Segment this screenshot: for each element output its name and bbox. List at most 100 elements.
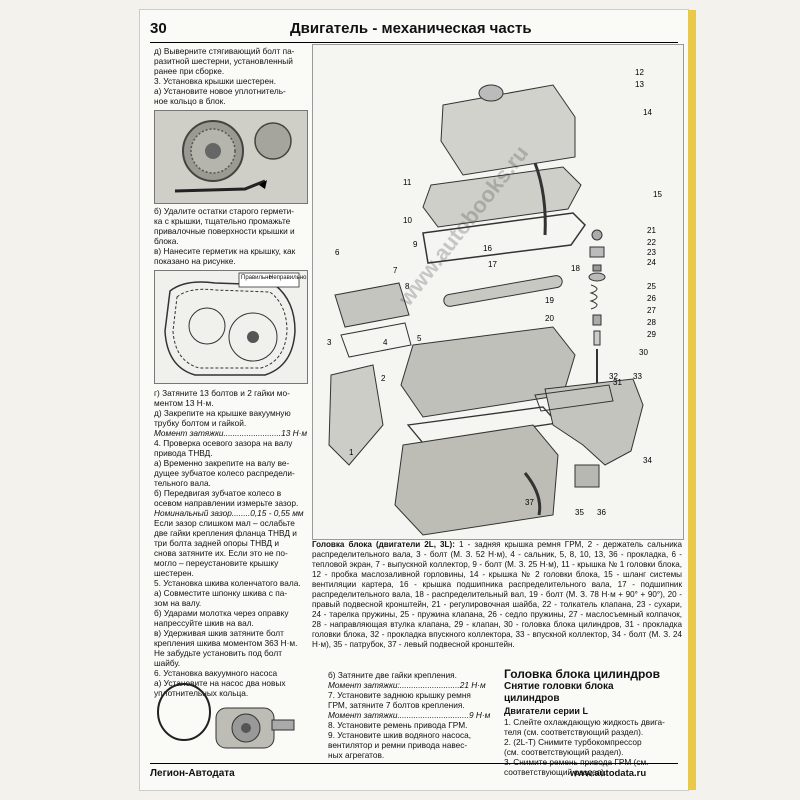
text-line: соответствующий раздел).: [504, 767, 607, 777]
text-line: ментом 13 Н·м.: [154, 398, 214, 408]
text-line: 8. Установите ремень привода ГРМ.: [328, 720, 468, 730]
text-line: трубку болтом и гайкой.: [154, 418, 247, 428]
text-line: осевом направлении измерьте зазор.: [154, 498, 299, 508]
text-line: 1. Слейте охлаждающую жидкость двига-: [504, 717, 665, 727]
gear-cover-photo: [154, 110, 308, 204]
part-callout-37: 37: [525, 498, 534, 507]
part-callout-21: 21: [647, 226, 656, 235]
text-line: снова затяните их. Если это не по-: [154, 548, 288, 558]
book-page: 30 Двигатель - механическая часть д) Выв…: [140, 10, 688, 790]
text-line: а) Установите новое уплотнитель-: [154, 86, 286, 96]
text-line: а) Установите на насос два новых: [154, 678, 286, 688]
text-line: привода ТНВД.: [154, 448, 213, 458]
text-line: тельного вала.: [154, 478, 211, 488]
sealant-diagram: Правильно Неправильно: [154, 270, 308, 384]
part-callout-31: 31: [613, 378, 622, 387]
step-4: 4. Проверка осевого зазора на валу: [154, 438, 293, 448]
part-callout-25: 25: [647, 282, 656, 291]
part-callout-6: 6: [335, 248, 340, 257]
part-callout-35: 35: [575, 508, 584, 517]
page-title: Двигатель - механическая часть: [290, 20, 532, 37]
label-incorrect: Неправильно: [269, 275, 307, 281]
text-line: зом на валу.: [154, 598, 202, 608]
text-line: напрессуйте шкив на вал.: [154, 618, 254, 628]
subsection-title-cont: цилиндров: [504, 693, 560, 704]
part-callout-24: 24: [647, 258, 656, 267]
part-callout-7: 7: [393, 266, 398, 275]
text-line: б) Ударами молотка через оправку: [154, 608, 289, 618]
part-callout-12: 12: [635, 68, 644, 77]
text-line: а) Совместите шпонку шкива с па-: [154, 588, 288, 598]
text-line: могло – переустановите крышку: [154, 558, 279, 568]
text-line: теля (см. соответствующий раздел).: [504, 727, 644, 737]
part-callout-33: 33: [633, 372, 642, 381]
part-callout-30: 30: [639, 348, 648, 357]
part-callout-34: 34: [643, 456, 652, 465]
caption-text: 1 - задняя крышка ремня ГРМ, 2 - держате…: [312, 540, 682, 649]
text-line: 9. Установите шкив водяного насоса,: [328, 730, 472, 740]
footer-url: www.autodata.ru: [570, 768, 647, 779]
part-callout-13: 13: [635, 80, 644, 89]
footer-rule: [150, 763, 678, 764]
torque-spec: Момент затяжки..........................…: [328, 710, 491, 720]
part-callout-23: 23: [647, 248, 656, 257]
part-callout-32: 32: [609, 372, 618, 381]
step-6: 6. Установка вакуумного насоса: [154, 668, 278, 678]
part-callout-36: 36: [597, 508, 606, 517]
text-line: шестерен.: [154, 568, 194, 578]
text-line: в) Удерживая шкив затяните болт: [154, 628, 284, 638]
step-5: 5. Установка шкива коленчатого вала.: [154, 578, 301, 588]
text-line: ных агрегатов.: [328, 750, 385, 760]
text-line: б) Затяните две гайки крепления.: [328, 670, 457, 680]
vacuum-pump-illustration: [154, 682, 309, 760]
text-line: Не забудьте установить под болт: [154, 648, 283, 658]
text-line: д) Закрепите на крышке вакуумную: [154, 408, 291, 418]
part-callout-14: 14: [643, 108, 652, 117]
right-bottom-column: Головка блока цилиндров Снятие головки б…: [504, 667, 679, 777]
text-line: (см. соответствующий раздел).: [504, 747, 624, 757]
part-callout-19: 19: [545, 296, 554, 305]
text-line: шайбу.: [154, 658, 181, 668]
text-line: вентилятор и ремни привода навес-: [328, 740, 468, 750]
text-line: две гайки крепления фланца ТНВД и: [154, 528, 297, 538]
page-header: 30 Двигатель - механическая часть: [150, 18, 678, 43]
text-line: а) Временно закрепите на валу ве-: [154, 458, 290, 468]
step-3: 3. Установка крышки шестерен.: [154, 76, 277, 86]
text-line: ка с крышки, тщательно промажьте: [154, 216, 291, 226]
middle-bottom-column: б) Затяните две гайки крепления. Момент …: [328, 670, 498, 760]
text-line: б) Удалите остатки старого гермети-: [154, 206, 295, 216]
part-callout-3: 3: [327, 338, 332, 347]
part-callout-20: 20: [545, 314, 554, 323]
text-line: привалочные поверхности крышки и: [154, 226, 295, 236]
text-line: три болта задней опоры ТНВД и: [154, 538, 279, 548]
left-column-mid: б) Удалите остатки старого гермети- ка с…: [154, 206, 309, 266]
part-callout-27: 27: [647, 306, 656, 315]
torque-spec: Момент затяжки:.........................…: [328, 680, 486, 690]
text-line: разитной шестерни, установленный: [154, 56, 293, 66]
part-callout-10: 10: [403, 216, 412, 225]
part-callout-9: 9: [413, 240, 418, 249]
text-line: ное кольцо в блок.: [154, 96, 226, 106]
engine-series-title: Двигатели серии L: [504, 706, 588, 716]
text-line: Если зазор слишком мал – ослабьте: [154, 518, 295, 528]
section-title: Головка блока цилиндров: [504, 667, 660, 681]
part-callout-4: 4: [383, 338, 388, 347]
text-line: ГРМ, затяните 7 болтов крепления.: [328, 700, 465, 710]
subsection-title: Снятие головки блока: [504, 681, 614, 692]
figure-caption: Головка блока (двигатели 2L, 3L): 1 - за…: [312, 540, 682, 650]
page-number: 30: [150, 20, 167, 37]
part-callout-16: 16: [483, 244, 492, 253]
text-line: 7. Установите заднюю крышку ремня: [328, 690, 471, 700]
part-callout-8: 8: [405, 282, 410, 291]
part-callout-17: 17: [488, 260, 497, 269]
part-callout-2: 2: [381, 374, 386, 383]
text-line: дущее зубчатое колесо распредели-: [154, 468, 295, 478]
text-line: уплотнительных кольца.: [154, 688, 249, 698]
footer-publisher: Легион-Автодата: [150, 768, 235, 779]
text-line: д) Выверните стягивающий болт па-: [154, 46, 295, 56]
text-line: показано на рисунке.: [154, 256, 236, 266]
text-line: в) Нанесите герметик на крышку, как: [154, 246, 296, 256]
part-callout-18: 18: [571, 264, 580, 273]
